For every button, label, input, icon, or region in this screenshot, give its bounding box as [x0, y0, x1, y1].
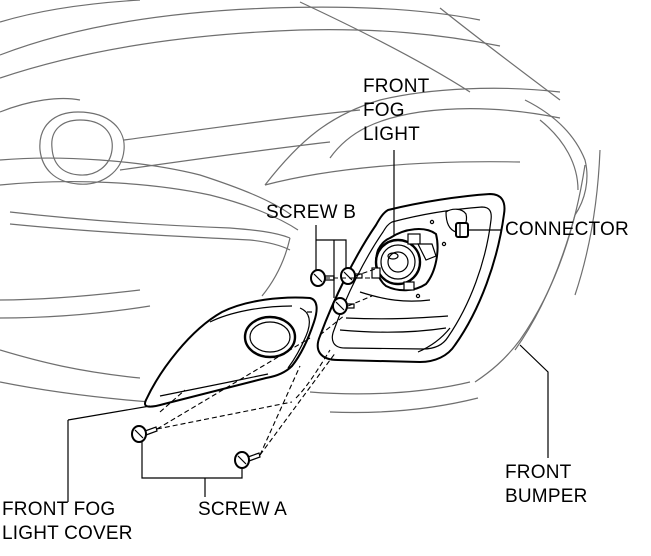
- connector-part: [455, 222, 469, 238]
- assembly-guide-lines: [156, 267, 379, 456]
- label-screw-a: SCREW A: [198, 499, 288, 520]
- label-line: LIGHT: [363, 124, 420, 145]
- label-line: FRONT FOG: [2, 499, 116, 520]
- screw-a-icon: [234, 451, 261, 469]
- label-connector: CONNECTOR: [505, 219, 629, 240]
- label-line: BUMPER: [505, 486, 588, 507]
- label-line: LIGHT COVER: [2, 523, 133, 544]
- vehicle-body-outline: [0, 0, 601, 414]
- screw-b-icon: [310, 269, 335, 287]
- fog-light-unit: [371, 208, 468, 299]
- label-line: FOG: [363, 100, 405, 121]
- label-front-fog-light: FRONT FOG LIGHT: [363, 75, 429, 147]
- label-screw-b: SCREW B: [266, 202, 357, 223]
- screw-b-icon: [332, 297, 355, 315]
- fog-light-cover-part: [144, 296, 318, 408]
- label-front-bumper: FRONT BUMPER: [505, 461, 588, 509]
- label-front-fog-light-cover: FRONT FOG LIGHT COVER: [2, 498, 133, 546]
- leader-lines: [67, 150, 549, 502]
- screw-a-parts: [131, 425, 261, 469]
- label-line: FRONT: [363, 76, 430, 97]
- label-line: FRONT: [505, 462, 572, 483]
- screw-a-icon: [131, 425, 158, 443]
